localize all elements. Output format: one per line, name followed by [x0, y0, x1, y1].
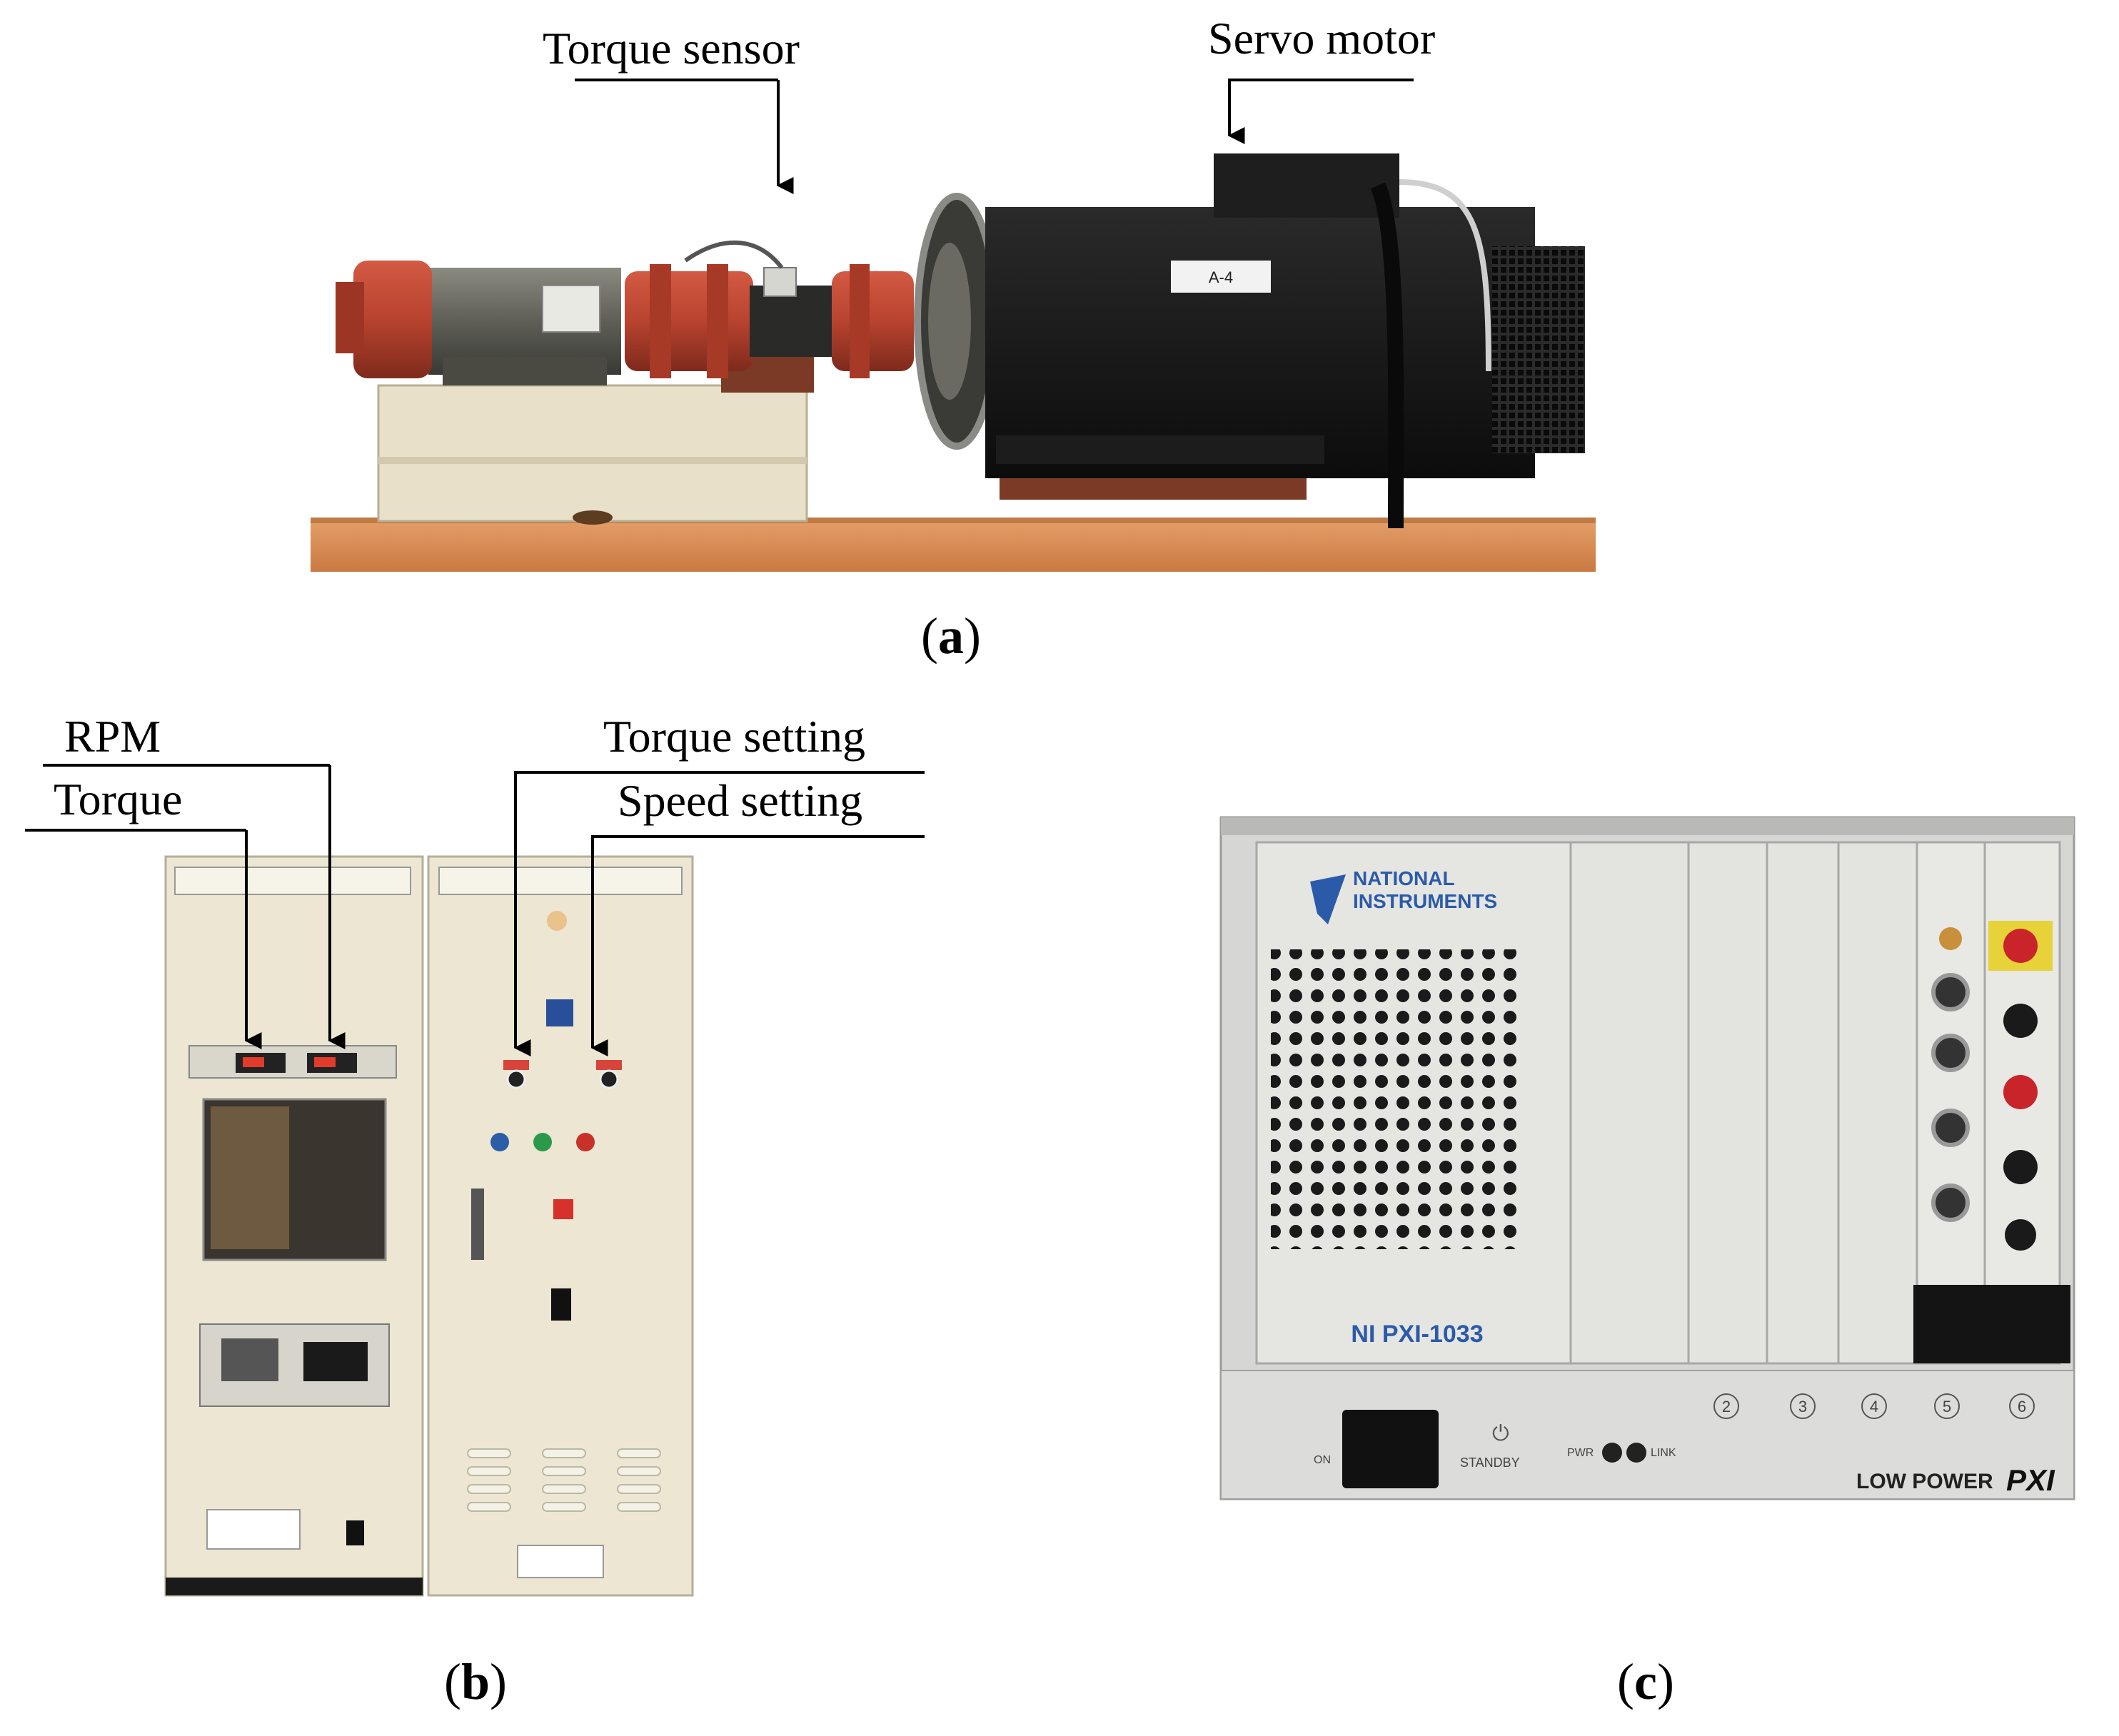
caption-c-close: )	[1656, 1653, 1674, 1710]
torque-sensor-body	[750, 286, 835, 357]
caption-b-letter: b	[460, 1653, 490, 1710]
low-power-label: LOW POWER	[1856, 1470, 1993, 1493]
servo-motor-body	[985, 207, 1535, 478]
coupling-left	[353, 261, 432, 378]
brand-line1: NATIONAL	[1353, 867, 1455, 889]
coupling-middle	[625, 271, 753, 371]
power-switch	[1342, 1410, 1439, 1488]
vent-grille	[1271, 949, 1524, 1249]
slot-number-row: 2 3 4 5 6	[1713, 1393, 2035, 1419]
switch-standby-label: STANDBY	[1460, 1455, 1520, 1470]
caption-c: (c)	[1617, 1656, 1674, 1707]
panel-a-callouts	[575, 79, 1414, 194]
rpm-label: RPM	[64, 711, 161, 762]
caption-a-close: )	[963, 607, 981, 665]
slot-number: 4	[1870, 1398, 1878, 1415]
motor-tag: A-4	[1209, 268, 1233, 286]
motor-terminal-box	[1214, 153, 1399, 218]
torque-sensor-label: Torque sensor	[543, 23, 800, 74]
slot-number: 6	[2018, 1398, 2026, 1415]
pwr-led	[1602, 1443, 1622, 1463]
panel-b-photo	[164, 855, 694, 1597]
pxi-logo: PXI	[2006, 1463, 2055, 1497]
link-led	[1626, 1443, 1646, 1463]
pwr-label: PWR	[1567, 1447, 1594, 1459]
power-icon: ⏻	[1492, 1421, 1509, 1446]
slot-number: 5	[1943, 1398, 1951, 1415]
sensor-pedestal	[377, 384, 808, 523]
caption-c-open: (	[1617, 1653, 1634, 1710]
caption-b: (b)	[444, 1656, 507, 1707]
slot-number: 3	[1798, 1398, 1807, 1415]
switch-on-label: ON	[1314, 1454, 1331, 1466]
model-label: NI PXI-1033	[1351, 1321, 1483, 1348]
caption-a: (a)	[921, 610, 981, 662]
caption-c-letter: c	[1634, 1653, 1657, 1710]
servo-motor-label: Servo motor	[1208, 13, 1436, 64]
brand-line2: INSTRUMENTS	[1353, 890, 1497, 912]
link-label: LINK	[1651, 1447, 1676, 1459]
slot-number: 2	[1722, 1398, 1731, 1415]
caption-a-open: (	[921, 607, 938, 665]
torque-setting-label: Torque setting	[603, 711, 865, 762]
panel-c-photo: NATIONAL INSTRUMENTS NI PXI-1033 ON ⏻ ST…	[1219, 816, 2075, 1500]
caption-b-close: )	[490, 1653, 508, 1710]
speed-setting-knob	[599, 1069, 619, 1089]
caption-a-letter: a	[937, 607, 964, 665]
caption-b-open: (	[444, 1653, 461, 1710]
speed-setting-label: Speed setting	[618, 775, 863, 826]
torque-label: Torque	[54, 774, 183, 824]
panel-b-callouts	[25, 764, 925, 1056]
torque-setting-knob	[506, 1069, 526, 1089]
wooden-base	[311, 518, 1596, 572]
ni-logo-icon	[1310, 874, 1346, 924]
coupling-right	[832, 271, 914, 371]
panel-a-photo: A-4	[311, 153, 1596, 572]
